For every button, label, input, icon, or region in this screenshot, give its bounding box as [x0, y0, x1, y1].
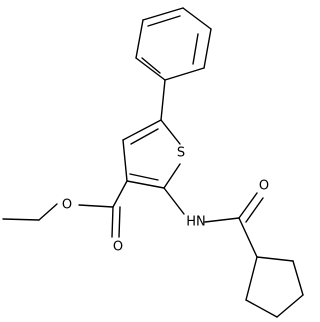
ester-carbonyl-bond-1	[111, 206, 114, 238]
phenyl-bond-3	[203, 28, 212, 69]
phenyl-ring	[135, 7, 212, 81]
ring-to-nitrogen-bond	[163, 187, 185, 215]
amide-carbonyl-bond-2	[245, 197, 264, 223]
cyclopentyl-ring	[245, 256, 304, 318]
phenyl-inner-bond-1	[147, 15, 181, 27]
ester-carbonyl-oxygen-label: O	[113, 240, 123, 255]
amide-carbonyl-oxygen-label: O	[259, 179, 269, 194]
phenyl-bond-4	[164, 67, 205, 81]
structure-canvas: S O O HN O	[2, 7, 304, 318]
cyclopentyl-bond-4	[245, 299, 278, 318]
cyclopentyl-bond-3	[276, 294, 304, 318]
thiophene-ring	[122, 119, 181, 189]
sulfur-label: S	[177, 146, 185, 161]
cyclopentyl-bond-2	[292, 260, 304, 296]
thiophene-bond-c2-c3	[126, 180, 165, 189]
carbonyl-to-cyclopentyl-bond	[238, 217, 258, 258]
phenyl-to-thiophene-bond	[160, 79, 166, 121]
cyclopentyl-bond-5	[245, 256, 258, 301]
ester-carbonyl-bond-2	[118, 206, 121, 238]
phenyl-bond-5	[135, 57, 166, 81]
phenyl-bond-2	[182, 7, 212, 30]
phenyl-inner-bond-2	[192, 33, 199, 65]
amide-carbonyl-bond-1	[238, 192, 258, 219]
ester-group	[2, 180, 128, 238]
ring-to-ester-carbon-bond	[112, 180, 128, 208]
nitrogen-to-carbonyl-bond	[204, 217, 240, 223]
thiophene-bond-c3-c4	[122, 139, 128, 182]
amide-group	[163, 187, 264, 258]
thiophene-bond-c4-c5	[122, 119, 162, 141]
molecule-diagram: S O O HN O	[2, 7, 304, 318]
thiophene-double-bond-c4-c5	[130, 128, 159, 145]
thiophene-double-bond-c2-c3	[129, 173, 159, 181]
ester-ether-oxygen-label: O	[62, 198, 72, 213]
phenyl-inner-bond-3	[141, 57, 161, 74]
thiophene-bond-c5-s1	[160, 119, 181, 145]
cyclopentyl-bond-1	[256, 256, 294, 262]
ester-ether-bond	[78, 204, 114, 208]
amide-nitrogen-label: HN	[186, 215, 206, 230]
ethyl-o-c-bond	[38, 203, 58, 221]
thiophene-bond-s1-c2	[163, 163, 181, 189]
phenyl-bond-1	[142, 7, 184, 21]
ethyl-c-c-bond	[2, 218, 40, 221]
phenyl-bond-6	[135, 19, 144, 59]
